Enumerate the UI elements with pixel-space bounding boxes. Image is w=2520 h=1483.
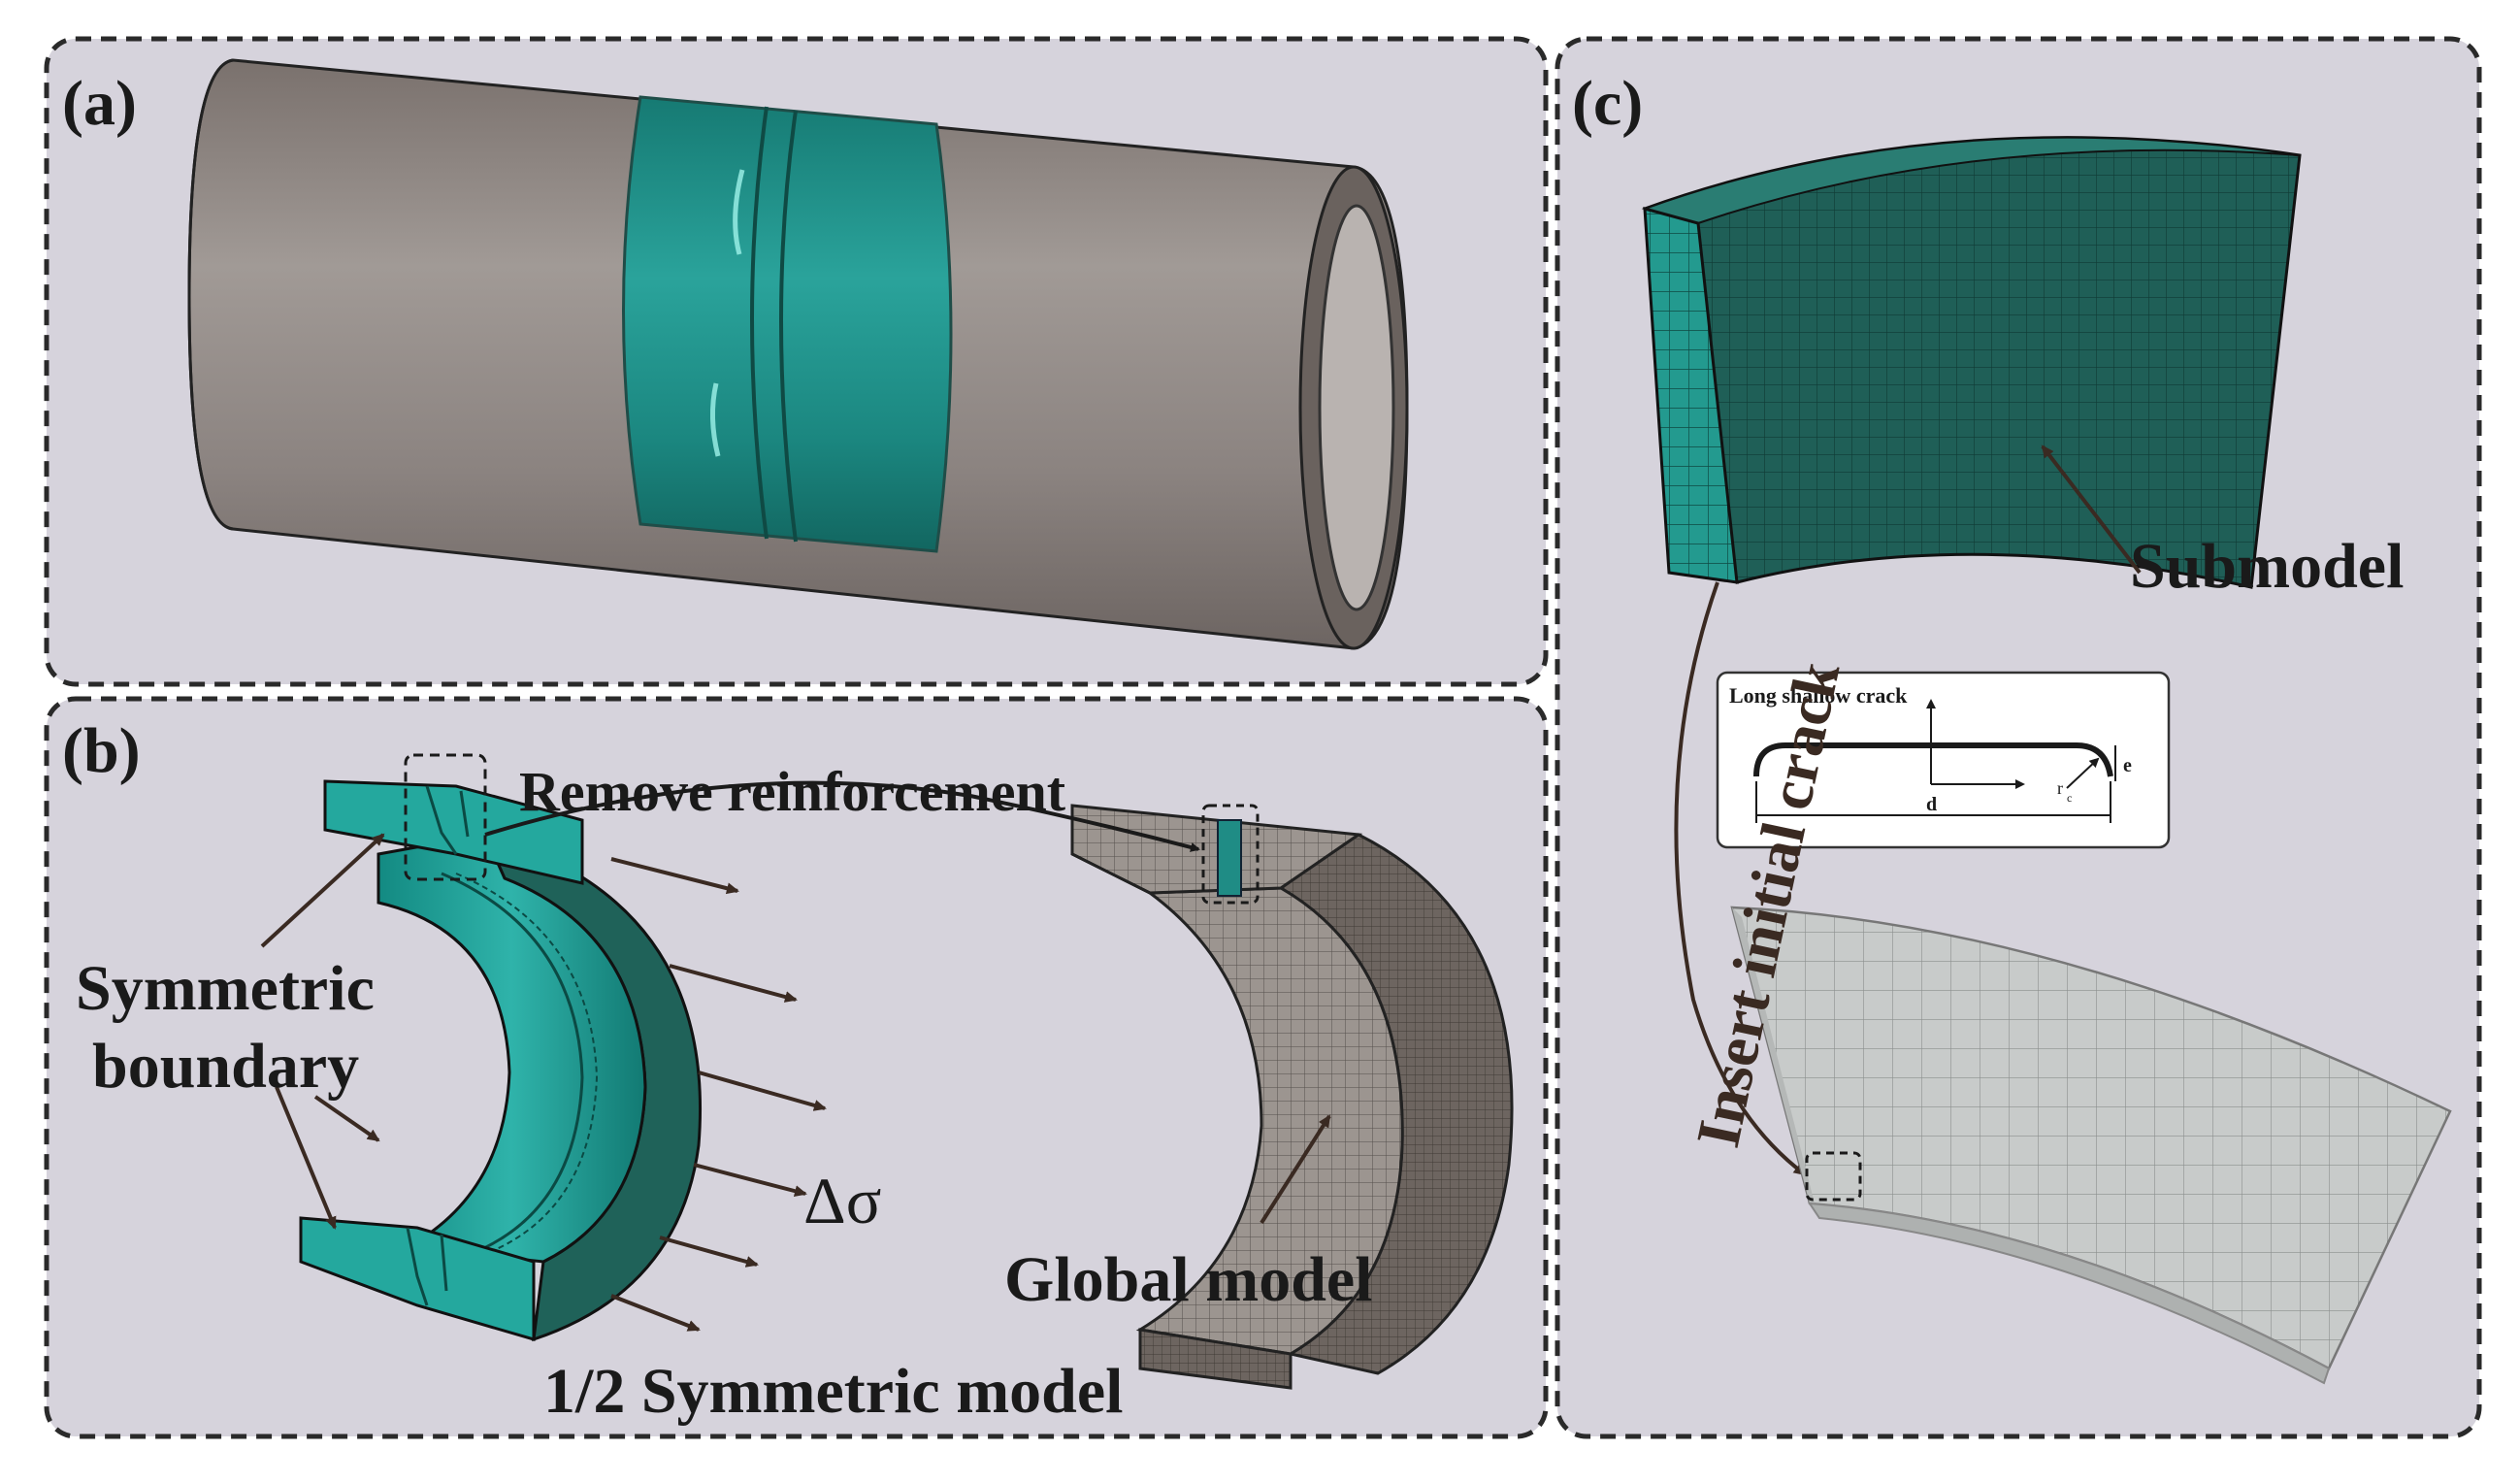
panel-a: (a): [44, 36, 1549, 687]
crack-inset-title: Long shallow crack: [1729, 683, 1908, 708]
cracked-submodel-mesh: [1730, 906, 2452, 1385]
panel-a-label: (a): [62, 68, 137, 139]
panel-c-label: (c): [1572, 68, 1643, 139]
symmetric-boundary-label-2: boundary: [92, 1031, 359, 1102]
panel-c: Long shallow crack d r c e: [1555, 36, 2482, 1439]
crack-inset-box: [1716, 671, 2171, 849]
symmetric-boundary-pointers: [260, 833, 385, 1230]
half-symmetric-model-label: 1/2 Symmetric model: [543, 1356, 1124, 1427]
submodel-pointer: [2041, 445, 2142, 575]
crack-dim-d: d: [1926, 794, 1937, 815]
panel-b: (b) Remove reinforcement Symmetric bound…: [44, 696, 1549, 1439]
symmetric-boundary-label-1: Symmetric: [76, 953, 375, 1024]
global-model-mesh: [1070, 804, 1514, 1390]
submodel-mesh: [1641, 136, 2302, 589]
weld-band: [622, 95, 953, 553]
load-arrows: [610, 857, 827, 1332]
global-model-pointer: [1260, 1114, 1331, 1225]
crack-location-dashed-box: [1805, 1151, 1862, 1202]
panel-b-label: (b): [62, 715, 141, 786]
crack-inset: Long shallow crack d r c e: [1716, 671, 2171, 849]
pipe-3d-model: [187, 58, 1409, 650]
crack-dim-e: e: [2123, 755, 2132, 776]
crack-dim-rc-sub: c: [2067, 791, 2072, 805]
crack-dim-rc: r: [2057, 778, 2063, 798]
remove-reinforcement-arrow: [484, 780, 1200, 852]
remove-reinforcement-label: Remove reinforcement: [519, 760, 1066, 823]
global-weld-dashed-box: [1201, 804, 1260, 905]
global-model-label: Global model: [1004, 1244, 1373, 1315]
insert-crack-arrow: [1674, 581, 1807, 1176]
half-symmetric-model: [299, 779, 702, 1342]
delta-sigma-label: Δσ: [803, 1164, 881, 1237]
submodel-label: Submodel: [2130, 531, 2404, 602]
weld-region-teal: [1217, 819, 1242, 897]
